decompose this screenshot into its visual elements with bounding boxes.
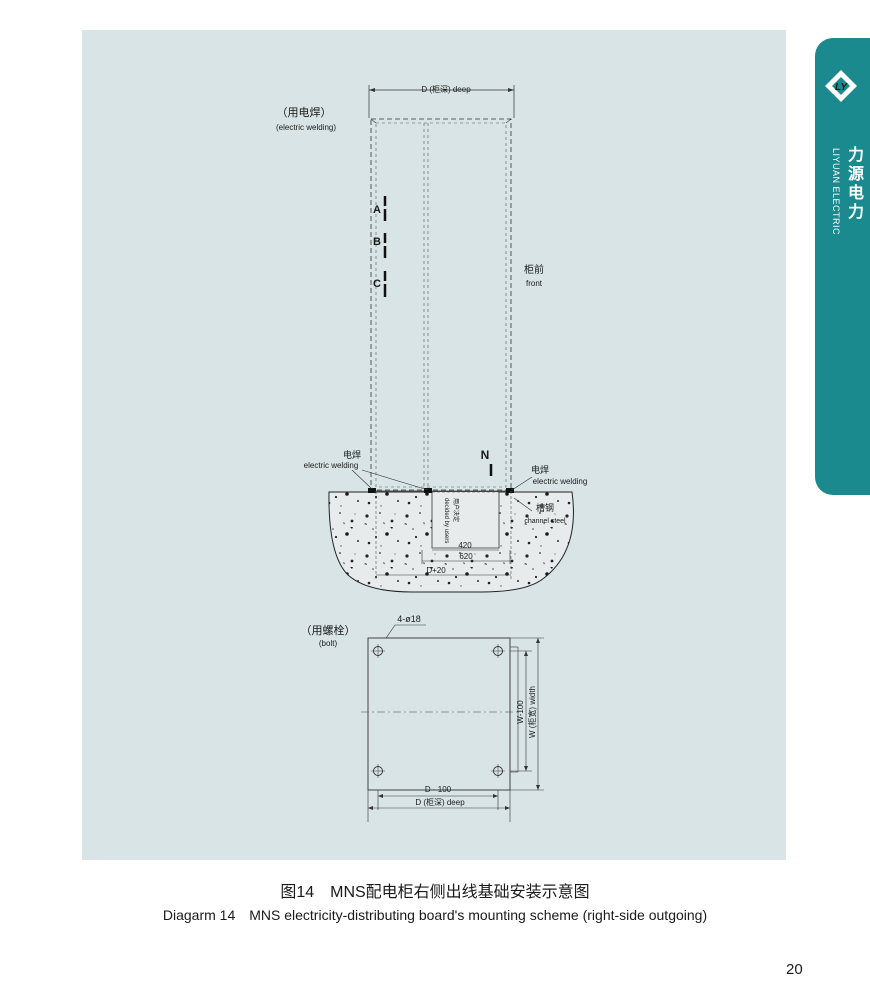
brand-side-tab: LY LIYUAN ELECTRIC 力源电力 (815, 38, 870, 495)
bolt-hole (371, 644, 385, 658)
phase-b-label: B (373, 236, 381, 248)
base-plate (367, 637, 511, 791)
page-number: 20 (786, 961, 803, 978)
bolt-hole (371, 764, 385, 778)
front-en-label: front (526, 279, 543, 288)
bolt-cn-label: （用螺栓） (301, 623, 356, 637)
dim-420: 420 (458, 541, 472, 550)
dim-d20: D+20 (426, 566, 446, 575)
bolt-hole (491, 764, 505, 778)
brand-name-en: LIYUAN ELECTRIC (831, 148, 841, 236)
channel-en: channel steel (524, 518, 566, 525)
holes-label: 4-ø18 (397, 614, 421, 624)
brand-name-cn: 力源电力 (845, 146, 862, 222)
users-cn: 用户决定 (452, 498, 460, 522)
depth-label: D (柜深) deep (421, 84, 471, 94)
top-view: D (柜深) deep （用电焊） (electric welding) A B… (276, 84, 588, 593)
liyuan-logo-icon: LY (825, 70, 857, 102)
users-en: decided by users (443, 498, 449, 543)
front-cn-label: 柜前 (524, 263, 544, 276)
phase-a-label: A (373, 204, 381, 216)
cabinet-outline (370, 118, 512, 491)
left-weld-en: electric welding (304, 461, 359, 470)
caption-en: Diagarm 14 MNS electricity-distributing … (162, 907, 708, 923)
right-weld-en: electric welding (533, 477, 588, 486)
dim-w-width: W (柜宽) width (527, 686, 537, 738)
channel-cn: 槽钢 (536, 502, 554, 513)
caption-cn: 图14 MNS配电柜右侧出线基础安装示意图 (280, 884, 590, 901)
bolt-hole (491, 644, 505, 658)
welding-cn-label: （用电焊） (277, 105, 332, 119)
welding-en-label: (electric welding) (276, 123, 336, 132)
bolt-en-label: (bolt) (319, 639, 338, 648)
diagram-panel: D (柜深) deep （用电焊） (electric welding) A B… (82, 30, 786, 860)
dim-d-minus-100: D - 100 (425, 785, 452, 794)
neutral-label: N (481, 448, 490, 462)
phase-c-label: C (373, 278, 381, 290)
bottom-view: （用螺栓） (bolt) 4-ø18 (301, 614, 544, 822)
right-weld-cn: 电焊 (531, 464, 549, 475)
mounting-diagram: D (柜深) deep （用电焊） (electric welding) A B… (276, 84, 588, 822)
dim-d-deep: D (柜深) deep (415, 797, 465, 807)
logo-text: LY (835, 82, 848, 93)
left-weld-cn: 电焊 (343, 449, 361, 460)
dim-620: 620 (459, 552, 473, 561)
dim-w-minus-100: W-100 (516, 700, 525, 724)
